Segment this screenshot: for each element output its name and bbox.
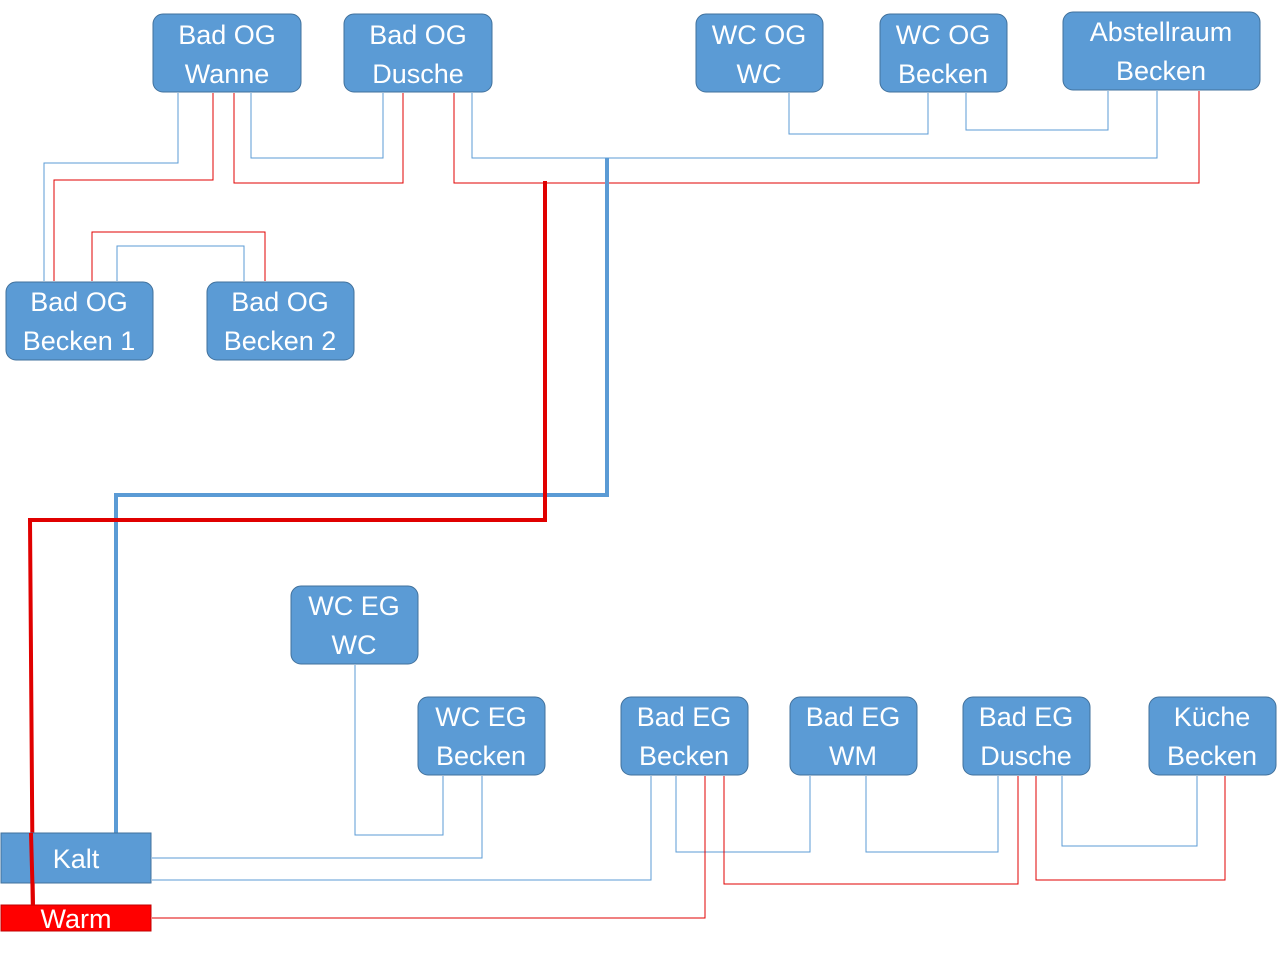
node-label-line1: Bad EG xyxy=(979,702,1074,732)
cold-line-dusche-to-kueche xyxy=(1061,776,1198,847)
node-label-line1: WC OG xyxy=(712,20,807,50)
fixture-bad-eg-dusche[interactable]: Bad EG Dusche xyxy=(962,696,1091,776)
fixture-kueche-becken[interactable]: Küche Becken xyxy=(1148,696,1277,776)
node-label-line2: Becken 1 xyxy=(23,326,136,356)
source-kalt-label: Kalt xyxy=(53,844,100,874)
warm-line-og-wanne-to-becken-1 xyxy=(53,93,214,281)
cold-water-main-riser xyxy=(114,158,609,833)
node-label-line1: Küche xyxy=(1174,702,1251,732)
node-label-line1: Bad OG xyxy=(178,20,276,50)
cold-line-kalt-to-wc-eg xyxy=(152,776,483,859)
cold-line-wc-eg-wc-to-becken xyxy=(354,665,444,836)
node-label-line1: WC EG xyxy=(308,591,400,621)
node-label-line1: Bad OG xyxy=(369,20,467,50)
fixture-wc-eg-wc[interactable]: WC EG WC xyxy=(290,585,419,665)
warm-riser-overlay xyxy=(29,832,35,906)
node-label-line2: Becken xyxy=(1116,56,1206,86)
node-label-line2: Becken xyxy=(639,741,729,771)
cold-line-og-becken-1-to-2 xyxy=(116,245,245,281)
cold-line-wc-og-wc-to-becken xyxy=(788,93,929,135)
node-label-line1: Bad OG xyxy=(231,287,329,317)
node-label-line2: WM xyxy=(829,741,877,771)
fixture-wc-og-becken[interactable]: WC OG Becken xyxy=(879,13,1008,93)
fixture-bad-og-becken-2[interactable]: Bad OG Becken 2 xyxy=(206,281,355,361)
node-label-line1: Abstellraum xyxy=(1090,17,1233,47)
fixture-abstellraum-becken[interactable]: Abstellraum Becken xyxy=(1062,11,1261,91)
node-label-line2: Becken xyxy=(898,59,988,89)
warm-line-og-dusche-to-abstellraum xyxy=(453,91,1200,184)
fixture-bad-og-dusche[interactable]: Bad OG Dusche xyxy=(343,13,493,93)
warm-line-og-becken-1-to-2 xyxy=(91,231,266,281)
warm-line-bad-eg-becken-to-dusche xyxy=(723,776,1019,885)
node-label-line2: Becken xyxy=(436,741,526,771)
fixture-bad-og-wanne[interactable]: Bad OG Wanne xyxy=(152,13,302,93)
fixture-bad-eg-becken[interactable]: Bad EG Becken xyxy=(620,696,749,776)
source-warm[interactable]: Warm xyxy=(0,904,152,934)
warm-line-warm-to-bad-eg-becken xyxy=(152,776,706,919)
fixture-wc-eg-becken[interactable]: WC EG Becken xyxy=(417,696,546,776)
node-label-line2: Becken xyxy=(1167,741,1257,771)
cold-line-kalt-to-bad-eg-becken xyxy=(152,776,652,881)
node-label-line1: Bad EG xyxy=(637,702,732,732)
warm-line-dusche-to-kueche xyxy=(1035,776,1226,881)
node-label-line1: WC OG xyxy=(896,20,991,50)
node-label-line2: WC xyxy=(737,59,782,89)
node-label-line2: Wanne xyxy=(185,59,270,89)
node-label-line2: Dusche xyxy=(980,741,1072,771)
warm-water-main-riser xyxy=(27,181,547,931)
source-warm-label: Warm xyxy=(41,904,112,934)
source-kalt[interactable]: Kalt xyxy=(0,832,152,884)
warm-line-og-wanne-to-dusche xyxy=(233,93,404,184)
node-label-line2: WC xyxy=(332,630,377,660)
cold-line-bad-eg-becken-to-wm xyxy=(675,776,811,853)
cold-line-og-dusche-to-riser xyxy=(471,91,1158,159)
warm-water-lines xyxy=(53,91,1226,919)
fixture-bad-og-becken-1[interactable]: Bad OG Becken 1 xyxy=(5,281,154,361)
node-label-line1: Bad OG xyxy=(30,287,128,317)
cold-line-og-wanne-to-dusche xyxy=(250,93,384,159)
node-label-line1: Bad EG xyxy=(806,702,901,732)
fixture-wc-og-wc[interactable]: WC OG WC xyxy=(695,13,824,93)
node-label-line2: Dusche xyxy=(372,59,464,89)
node-label-line1: WC EG xyxy=(435,702,527,732)
cold-line-og-wanne-to-becken-1 xyxy=(43,93,179,281)
cold-line-wc-og-becken-to-abstellraum xyxy=(965,91,1109,131)
fixture-bad-eg-wm[interactable]: Bad EG WM xyxy=(789,696,918,776)
cold-water-lines xyxy=(43,91,1198,881)
node-label-line2: Becken 2 xyxy=(224,326,337,356)
cold-line-wm-to-dusche xyxy=(865,776,999,853)
